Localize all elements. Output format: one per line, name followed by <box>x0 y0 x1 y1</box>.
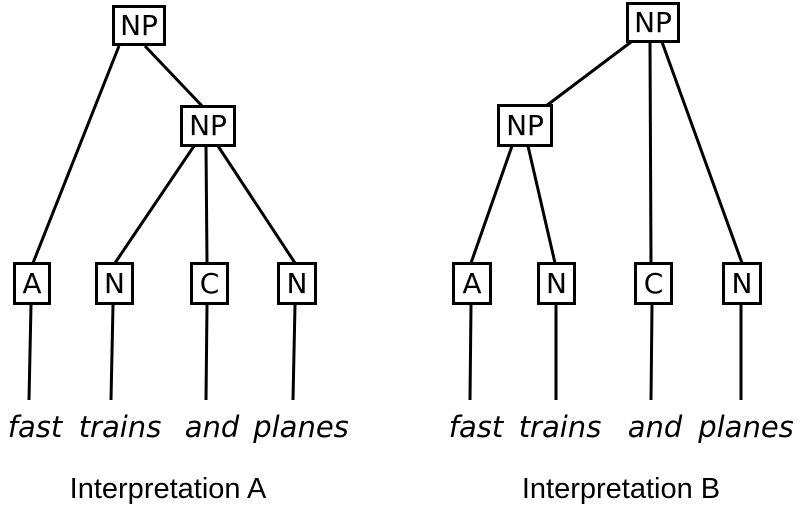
tree-b-word-trains: trains <box>518 410 602 444</box>
edge-rootB-to-C <box>648 41 653 264</box>
tree-a-leaf-adjective: A <box>13 262 51 305</box>
edge-rootB-to-N2 <box>660 41 744 264</box>
tree-a-inner-np-node: NP <box>180 105 236 147</box>
edge-innerA-to-C <box>204 145 209 264</box>
tree-b-caption: Interpretation B <box>521 473 721 505</box>
tree-a-word-and: and <box>184 410 240 444</box>
tree-b-leaf-conjunction: C <box>634 262 673 305</box>
tree-a-root-node: NP <box>112 5 166 46</box>
tree-b-leaf-adjective: A <box>452 262 492 305</box>
tree-b-word-fast: fast <box>448 410 504 444</box>
edge-rootB-to-innerNP <box>545 40 632 108</box>
edge-innerB-to-A <box>469 145 514 264</box>
tree-b-inner-np-node: NP <box>497 104 553 147</box>
stem-A-planes <box>291 304 297 401</box>
edge-innerA-to-N1 <box>113 145 196 264</box>
tree-a-edges <box>27 44 297 401</box>
stem-B-fast <box>468 304 473 401</box>
tree-b-leaf-noun-2: N <box>722 262 762 305</box>
tree-b-root-node: NP <box>626 2 680 43</box>
edge-innerA-to-N2 <box>216 145 297 264</box>
edge-innerB-to-N1 <box>526 145 557 264</box>
stem-A-and <box>204 304 209 401</box>
tree-a-word-trains: trains <box>78 410 162 444</box>
tree-a-word-fast: fast <box>7 410 63 444</box>
tree-a-leaf-noun-1: N <box>95 262 134 305</box>
tree-b-word-planes: planes <box>698 410 794 444</box>
tree-a-leaf-conjunction: C <box>190 262 229 305</box>
edge-rootA-to-innerNP <box>143 44 205 109</box>
tree-b-leaf-noun-1: N <box>537 262 576 305</box>
tree-a-leaf-noun-2: N <box>277 262 317 305</box>
tree-b-edges <box>468 40 744 401</box>
tree-b-word-and: and <box>627 410 683 444</box>
tree-a-word-planes: planes <box>253 410 349 444</box>
stem-A-trains <box>109 304 115 401</box>
tree-a-caption: Interpretation A <box>69 473 267 505</box>
edge-rootA-to-A <box>31 45 121 264</box>
stem-A-fast <box>27 304 33 401</box>
stem-B-and <box>649 304 654 401</box>
